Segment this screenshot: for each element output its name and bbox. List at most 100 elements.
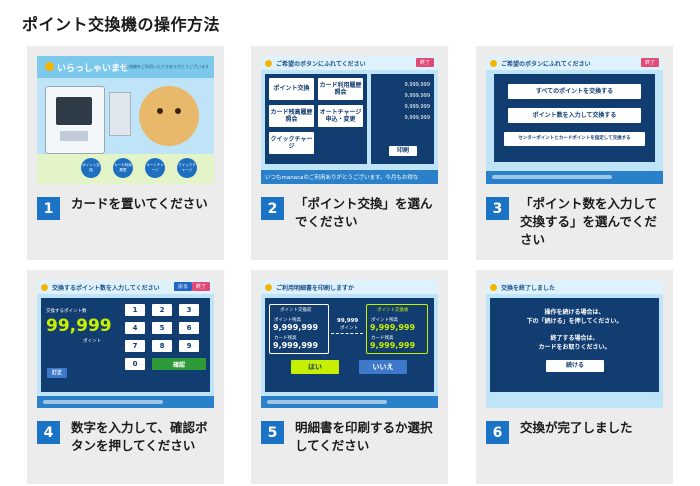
screen-print-receipt: ご利用明細書を印刷しますか ポイント交換前 ポイント残高 9,999,999 カ… [261, 280, 438, 408]
screen-header: ご希望のボタンにふれてください [261, 56, 438, 70]
after-label: ポイント交換後 [377, 308, 409, 313]
exchange-input-button[interactable]: ポイント数を入力して交換する [508, 108, 641, 123]
confirm-button[interactable]: 確認 [152, 358, 206, 370]
screen-header: ご利用明細書を印刷しますか [261, 280, 438, 294]
step-card-2: ご希望のボタンにふれてください 終了 ポイント交換 カード利用履歴照会 カード残… [251, 46, 448, 260]
back-button[interactable]: 戻る [173, 282, 192, 291]
coin-icon [41, 283, 48, 291]
continue-button[interactable]: 続ける [546, 360, 604, 372]
coin-icon [265, 59, 272, 67]
step-caption: 5 明細書を印刷するか選択してください [261, 419, 435, 455]
menu-autocharge-button[interactable]: オートチャージ申込・変更 [318, 105, 363, 127]
step-number: 1 [37, 197, 60, 220]
step-number: 2 [261, 197, 284, 220]
kiosk-screen [56, 97, 92, 125]
key-6[interactable]: 6 [179, 322, 199, 334]
no-button[interactable]: いいえ [359, 360, 407, 374]
menu-point-exchange-button[interactable]: ポイント交換 [269, 78, 314, 100]
step-card-3: ご希望のボタンにふれてください 終了 すべてのポイントを交換する ポイント数を入… [476, 46, 673, 260]
screen-header: ご希望のボタンにふれてください [486, 56, 663, 70]
balance-value: 9,999,999 [404, 115, 430, 121]
step-number: 4 [37, 421, 60, 444]
before-points-value: 9,999,999 [273, 323, 319, 332]
balance-value: 9,999,999 [404, 93, 430, 99]
key-4[interactable]: 4 [125, 322, 145, 334]
ticker-bar: いつもmanacaのご利用ありがとうございます。今月もお得な [261, 170, 438, 184]
menu-card-history-button[interactable]: カード利用履歴照会 [318, 78, 363, 100]
end-button[interactable]: 終了 [415, 58, 434, 67]
welcome-text: いらっしゃいませ [57, 64, 129, 74]
page-title: ポイント交換機の操作方法 [22, 15, 221, 34]
yes-button[interactable]: はい [291, 360, 339, 374]
key-8[interactable]: 8 [152, 340, 172, 352]
options-panel: すべてのポイントを交換する ポイント数を入力して交換する センターポイントとカー… [494, 74, 655, 162]
points-value: 99,999 [46, 316, 112, 336]
key-5[interactable]: 5 [152, 322, 172, 334]
key-7[interactable]: 7 [125, 340, 145, 352]
key-1[interactable]: 1 [125, 304, 145, 316]
receipt-panel: ポイント交換前 ポイント残高 9,999,999 カード残高 9,999,999… [265, 298, 434, 392]
step-caption: 6 交換が完了しました [486, 419, 660, 444]
service-button-history[interactable]: カード利用履歴 [113, 158, 133, 178]
key-2[interactable]: 2 [152, 304, 172, 316]
screen-welcome: いらっしゃいませ 交換機をご利用いただきありがとうございます ポイント交換 カー… [37, 56, 214, 184]
correct-button[interactable]: 訂正 [47, 368, 67, 378]
screen-header: 交換を終了しました [486, 280, 663, 294]
coin-icon [490, 283, 497, 291]
service-button-points[interactable]: ポイント交換 [81, 158, 101, 178]
card-reader-icon [109, 92, 131, 136]
step-number: 5 [261, 421, 284, 444]
welcome-subtitle: 交換機をご利用いただきありがとうございます [125, 64, 209, 69]
menu-quickcharge-button[interactable]: クイックチャージ [269, 132, 314, 154]
screen-main-menu: ご希望のボタンにふれてください 終了 ポイント交換 カード利用履歴照会 カード残… [261, 56, 438, 184]
points-unit: ポイント [83, 339, 101, 344]
service-button-quickcharge[interactable]: クイックチャージ [177, 158, 197, 178]
before-points-label: ポイント残高 [274, 318, 301, 323]
service-button-autocharge[interactable]: オートチャージ [145, 158, 165, 178]
balance-value: 9,999,999 [404, 104, 430, 110]
end-button[interactable]: 終了 [640, 58, 659, 67]
key-9[interactable]: 9 [179, 340, 199, 352]
welcome-banner [37, 56, 214, 78]
kiosk-tray [60, 131, 88, 141]
screen-header-text: ご利用明細書を印刷しますか [276, 284, 355, 292]
screen-footer [261, 396, 438, 408]
exchange-unit: ポイント [340, 326, 358, 331]
screen-header-text: ご希望のボタンにふれてください [276, 60, 366, 68]
step-text: 明細書を印刷するか選択してください [295, 420, 433, 454]
screen-header-text: ご希望のボタンにふれてください [501, 60, 591, 68]
balance-value: 9,999,999 [404, 82, 430, 88]
screen-header: 交換するポイント数を入力してください [37, 280, 214, 294]
key-0[interactable]: 0 [125, 358, 145, 370]
screen-keypad: 交換するポイント数を入力してください 戻る 終了 交換するポイント数 99,99… [37, 280, 214, 408]
step-caption: 3 「ポイント数を入力して交換する」を選んでください [486, 195, 660, 249]
menu-balance-history-button[interactable]: カード残高履歴照会 [269, 105, 314, 127]
continue-message: 操作を続ける場合は、 下の「続ける」を押してください。 [526, 309, 623, 325]
keypad-panel: 交換するポイント数 99,999 ポイント 訂正 1 2 3 4 5 6 7 8… [41, 298, 210, 392]
step-caption: 4 数字を入力して、確認ボタンを押してください [37, 419, 211, 455]
after-card-value: 9,999,999 [370, 341, 416, 350]
exchange-all-button[interactable]: すべてのポイントを交換する [508, 84, 641, 99]
mascot-eye [157, 108, 163, 114]
before-label: ポイント交換前 [280, 308, 312, 313]
key-3[interactable]: 3 [179, 304, 199, 316]
mascot-icon [139, 86, 199, 146]
exchange-specify-button[interactable]: センターポイントとカードポイントを指定して交換する [504, 132, 645, 146]
print-button[interactable]: 印刷 [389, 146, 417, 156]
step-card-5: ご利用明細書を印刷しますか ポイント交換前 ポイント残高 9,999,999 カ… [251, 270, 448, 484]
after-card-label: カード残高 [371, 336, 394, 341]
kiosk-machine-icon [45, 86, 105, 154]
step-caption: 2 「ポイント交換」を選んでください [261, 195, 435, 231]
menu-panel: ポイント交換 カード利用履歴照会 カード残高履歴照会 オートチャージ申込・変更 … [265, 74, 367, 164]
end-button[interactable]: 終了 [191, 282, 210, 291]
exchange-amount: 99,999 [337, 318, 359, 324]
balance-panel: 9,999,999 9,999,999 9,999,999 9,999,999 … [371, 74, 434, 164]
step-text: 「ポイント数を入力して交換する」を選んでください [520, 196, 658, 248]
step-number: 6 [486, 421, 509, 444]
step-text: 数字を入力して、確認ボタンを押してください [71, 420, 208, 454]
step-caption: 1 カードを置いてください [37, 195, 211, 220]
screen-footer [37, 396, 214, 408]
screen-footer [486, 171, 663, 184]
before-card-value: 9,999,999 [273, 341, 319, 350]
service-buttons-row: ポイント交換 カード利用履歴 オートチャージ クイックチャージ [37, 154, 214, 184]
